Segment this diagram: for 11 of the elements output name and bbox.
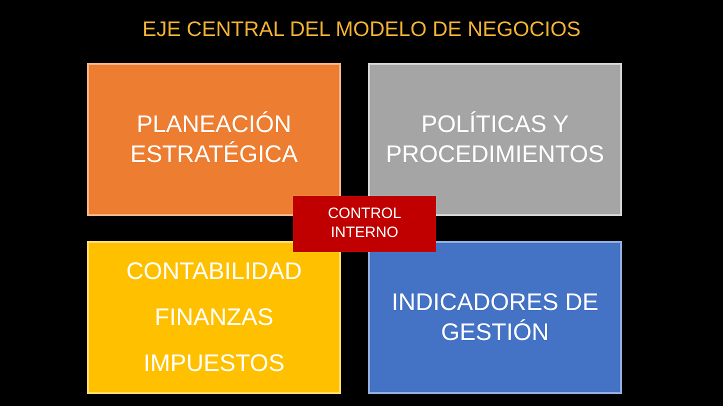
box-label: CONTABILIDAD (126, 256, 302, 286)
box-label: PLANEACIÓN ESTRATÉGICA (129, 110, 299, 170)
box-label: INDICADORES DE GESTIÓN (390, 288, 600, 348)
diagram-title: EJE CENTRAL DEL MODELO DE NEGOCIOS (141, 18, 582, 42)
box-label: IMPUESTOS (144, 348, 284, 378)
topic-box (368, 241, 622, 394)
center-label: CONTROL INTERNO (326, 205, 402, 243)
topic-box (87, 241, 341, 394)
center-box (293, 196, 436, 252)
box-label: FINANZAS (154, 302, 274, 332)
box-label: POLÍTICAS Y PROCEDIMIENTOS (384, 110, 606, 170)
